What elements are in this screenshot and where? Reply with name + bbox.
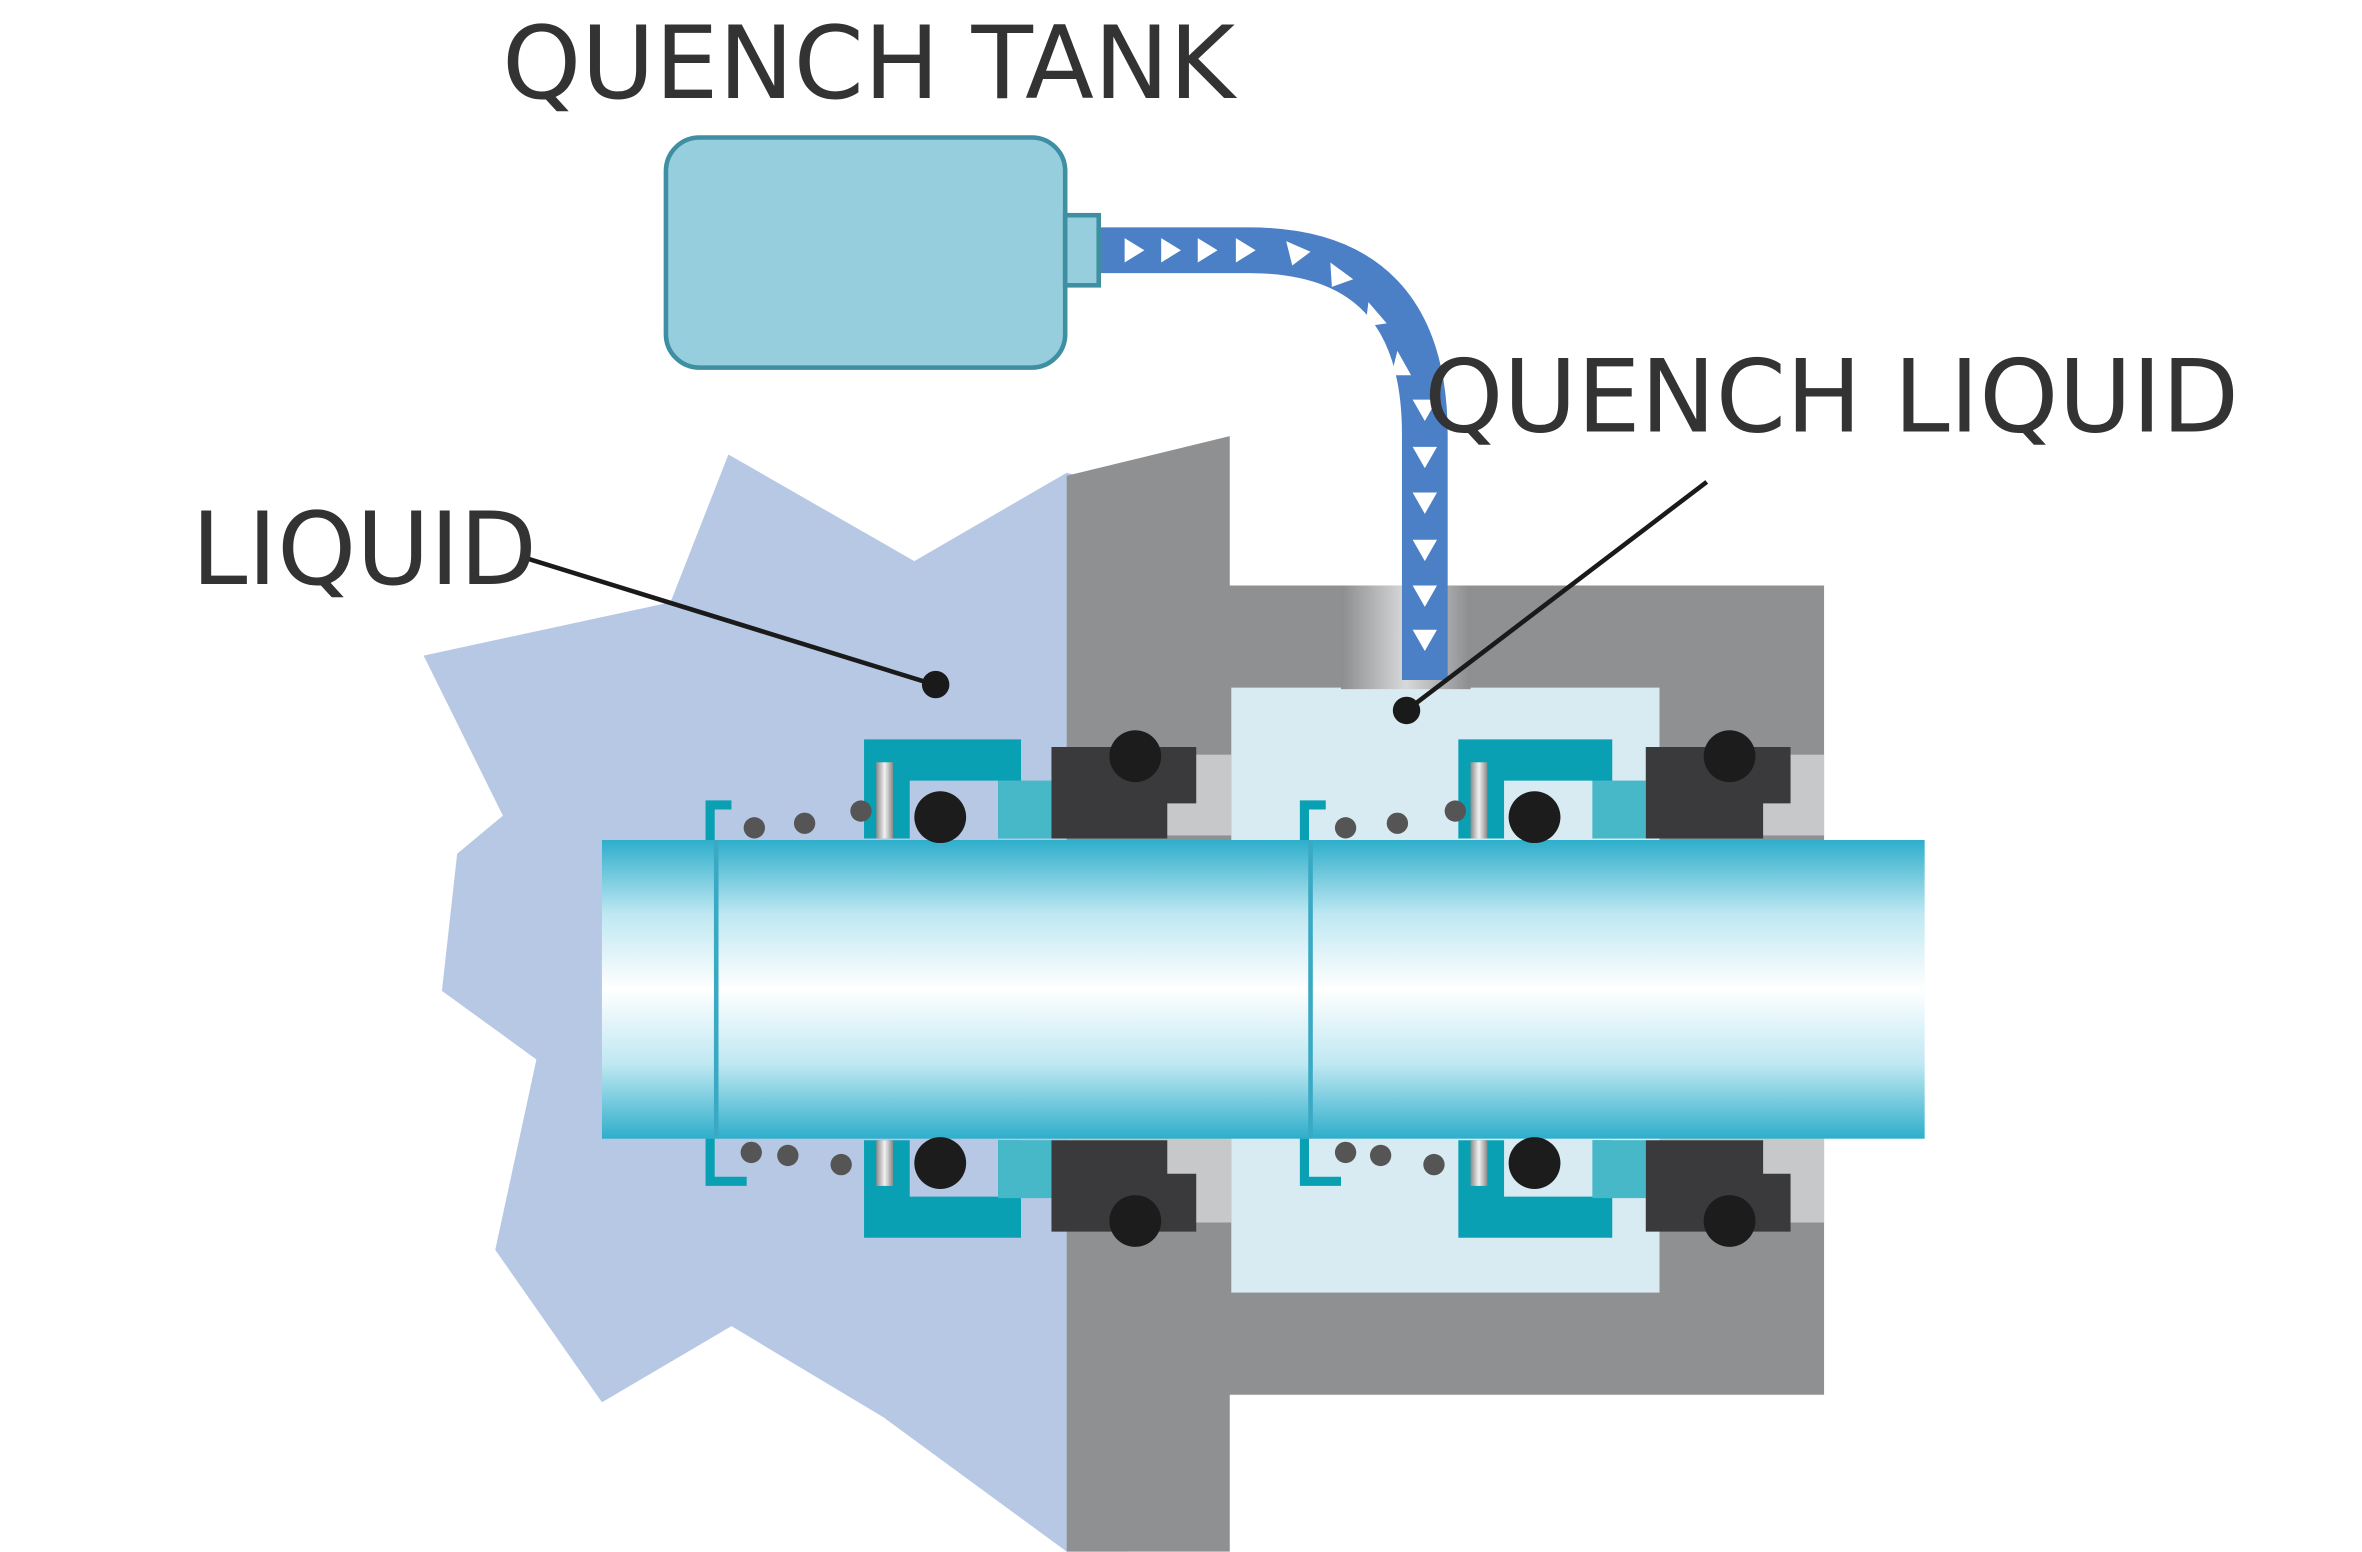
primary-oring-shaft-upper <box>914 791 967 844</box>
primary-seal <box>705 730 1197 1247</box>
liquid-callout-dot-icon <box>921 670 950 699</box>
primary-retainer-upper <box>705 800 732 841</box>
secondary-seat-lower <box>1458 1140 1613 1238</box>
secondary-spring-coil <box>1444 800 1466 822</box>
flow-arrow-icon <box>1197 238 1218 263</box>
primary-oring-gland-lower <box>1109 1195 1162 1247</box>
primary-spring-coil <box>850 800 872 822</box>
flow-arrow-icon <box>1412 539 1438 562</box>
flow-arrow-icon <box>1330 262 1354 287</box>
flow-arrow-icon <box>1412 629 1438 652</box>
quench-tank-label: QUENCH TANK <box>502 5 1238 122</box>
primary-spring-coil <box>743 817 765 839</box>
primary-retainer-lower <box>705 1138 747 1186</box>
primary-seat-face-upper <box>998 780 1052 839</box>
secondary-oring-gland-upper <box>1703 730 1756 783</box>
flow-arrows <box>1124 238 1438 652</box>
secondary-retainer-lower <box>1299 1138 1342 1186</box>
secondary-seat-upper <box>1458 739 1613 839</box>
primary-seat-face-lower <box>998 1140 1052 1199</box>
flow-arrow-icon <box>1365 302 1387 327</box>
flow-arrow-icon <box>1235 238 1256 263</box>
secondary-seal <box>1299 730 1791 1247</box>
flow-arrow-icon <box>1412 399 1438 421</box>
shaft <box>601 840 1925 1139</box>
secondary-oring-gland-lower <box>1703 1195 1756 1247</box>
flow-arrow-icon <box>1391 350 1412 376</box>
flow-arrow-icon <box>1124 238 1145 263</box>
quench-liquid-label: QUENCH LIQUID <box>1424 339 2239 456</box>
quench-liquid-callout-line <box>1405 480 1709 713</box>
primary-spring-coil <box>777 1144 799 1167</box>
secondary-seat-face-upper <box>1592 780 1646 839</box>
quench-tank-outlet <box>1062 212 1101 288</box>
secondary-spring-coil <box>1334 817 1357 839</box>
primary-spring-coil <box>793 812 816 834</box>
secondary-spring-coil <box>1369 1144 1392 1167</box>
secondary-spring-coil <box>1334 1141 1357 1164</box>
primary-oring-shaft-lower <box>914 1137 967 1189</box>
primary-oring-gland-upper <box>1109 730 1162 783</box>
secondary-oring-shaft-upper <box>1508 791 1561 844</box>
secondary-gland-upper <box>1645 747 1791 839</box>
liquid-callout-line <box>525 555 935 687</box>
secondary-gland-lower <box>1645 1140 1791 1232</box>
liquid-label: LIQUID <box>191 491 537 608</box>
primary-spring-coil <box>830 1153 852 1176</box>
primary-gland-upper <box>1051 747 1197 839</box>
primary-drive-pin-lower <box>876 1140 893 1186</box>
secondary-spring-coil <box>1386 812 1409 834</box>
primary-drive-pin-upper <box>876 762 893 839</box>
secondary-drive-pin-lower <box>1470 1140 1488 1186</box>
secondary-drive-pin-upper <box>1470 762 1488 839</box>
primary-seat-lower <box>864 1140 1021 1238</box>
flow-arrow-icon <box>1412 585 1438 607</box>
flow-arrow-icon <box>1161 238 1181 263</box>
flow-arrow-icon <box>1412 446 1438 469</box>
flow-arrow-icon <box>1412 492 1438 514</box>
secondary-retainer-upper <box>1299 800 1326 841</box>
secondary-seat-face-lower <box>1592 1140 1646 1199</box>
primary-seat-upper <box>864 739 1021 839</box>
quench-tank <box>663 135 1068 370</box>
secondary-spring-coil <box>1423 1153 1445 1176</box>
secondary-oring-shaft-lower <box>1508 1137 1561 1189</box>
primary-gland-lower <box>1051 1140 1197 1232</box>
flow-arrow-icon <box>1286 241 1311 266</box>
quench-liquid-callout-dot-icon <box>1392 696 1421 725</box>
primary-spring-coil <box>740 1141 762 1164</box>
